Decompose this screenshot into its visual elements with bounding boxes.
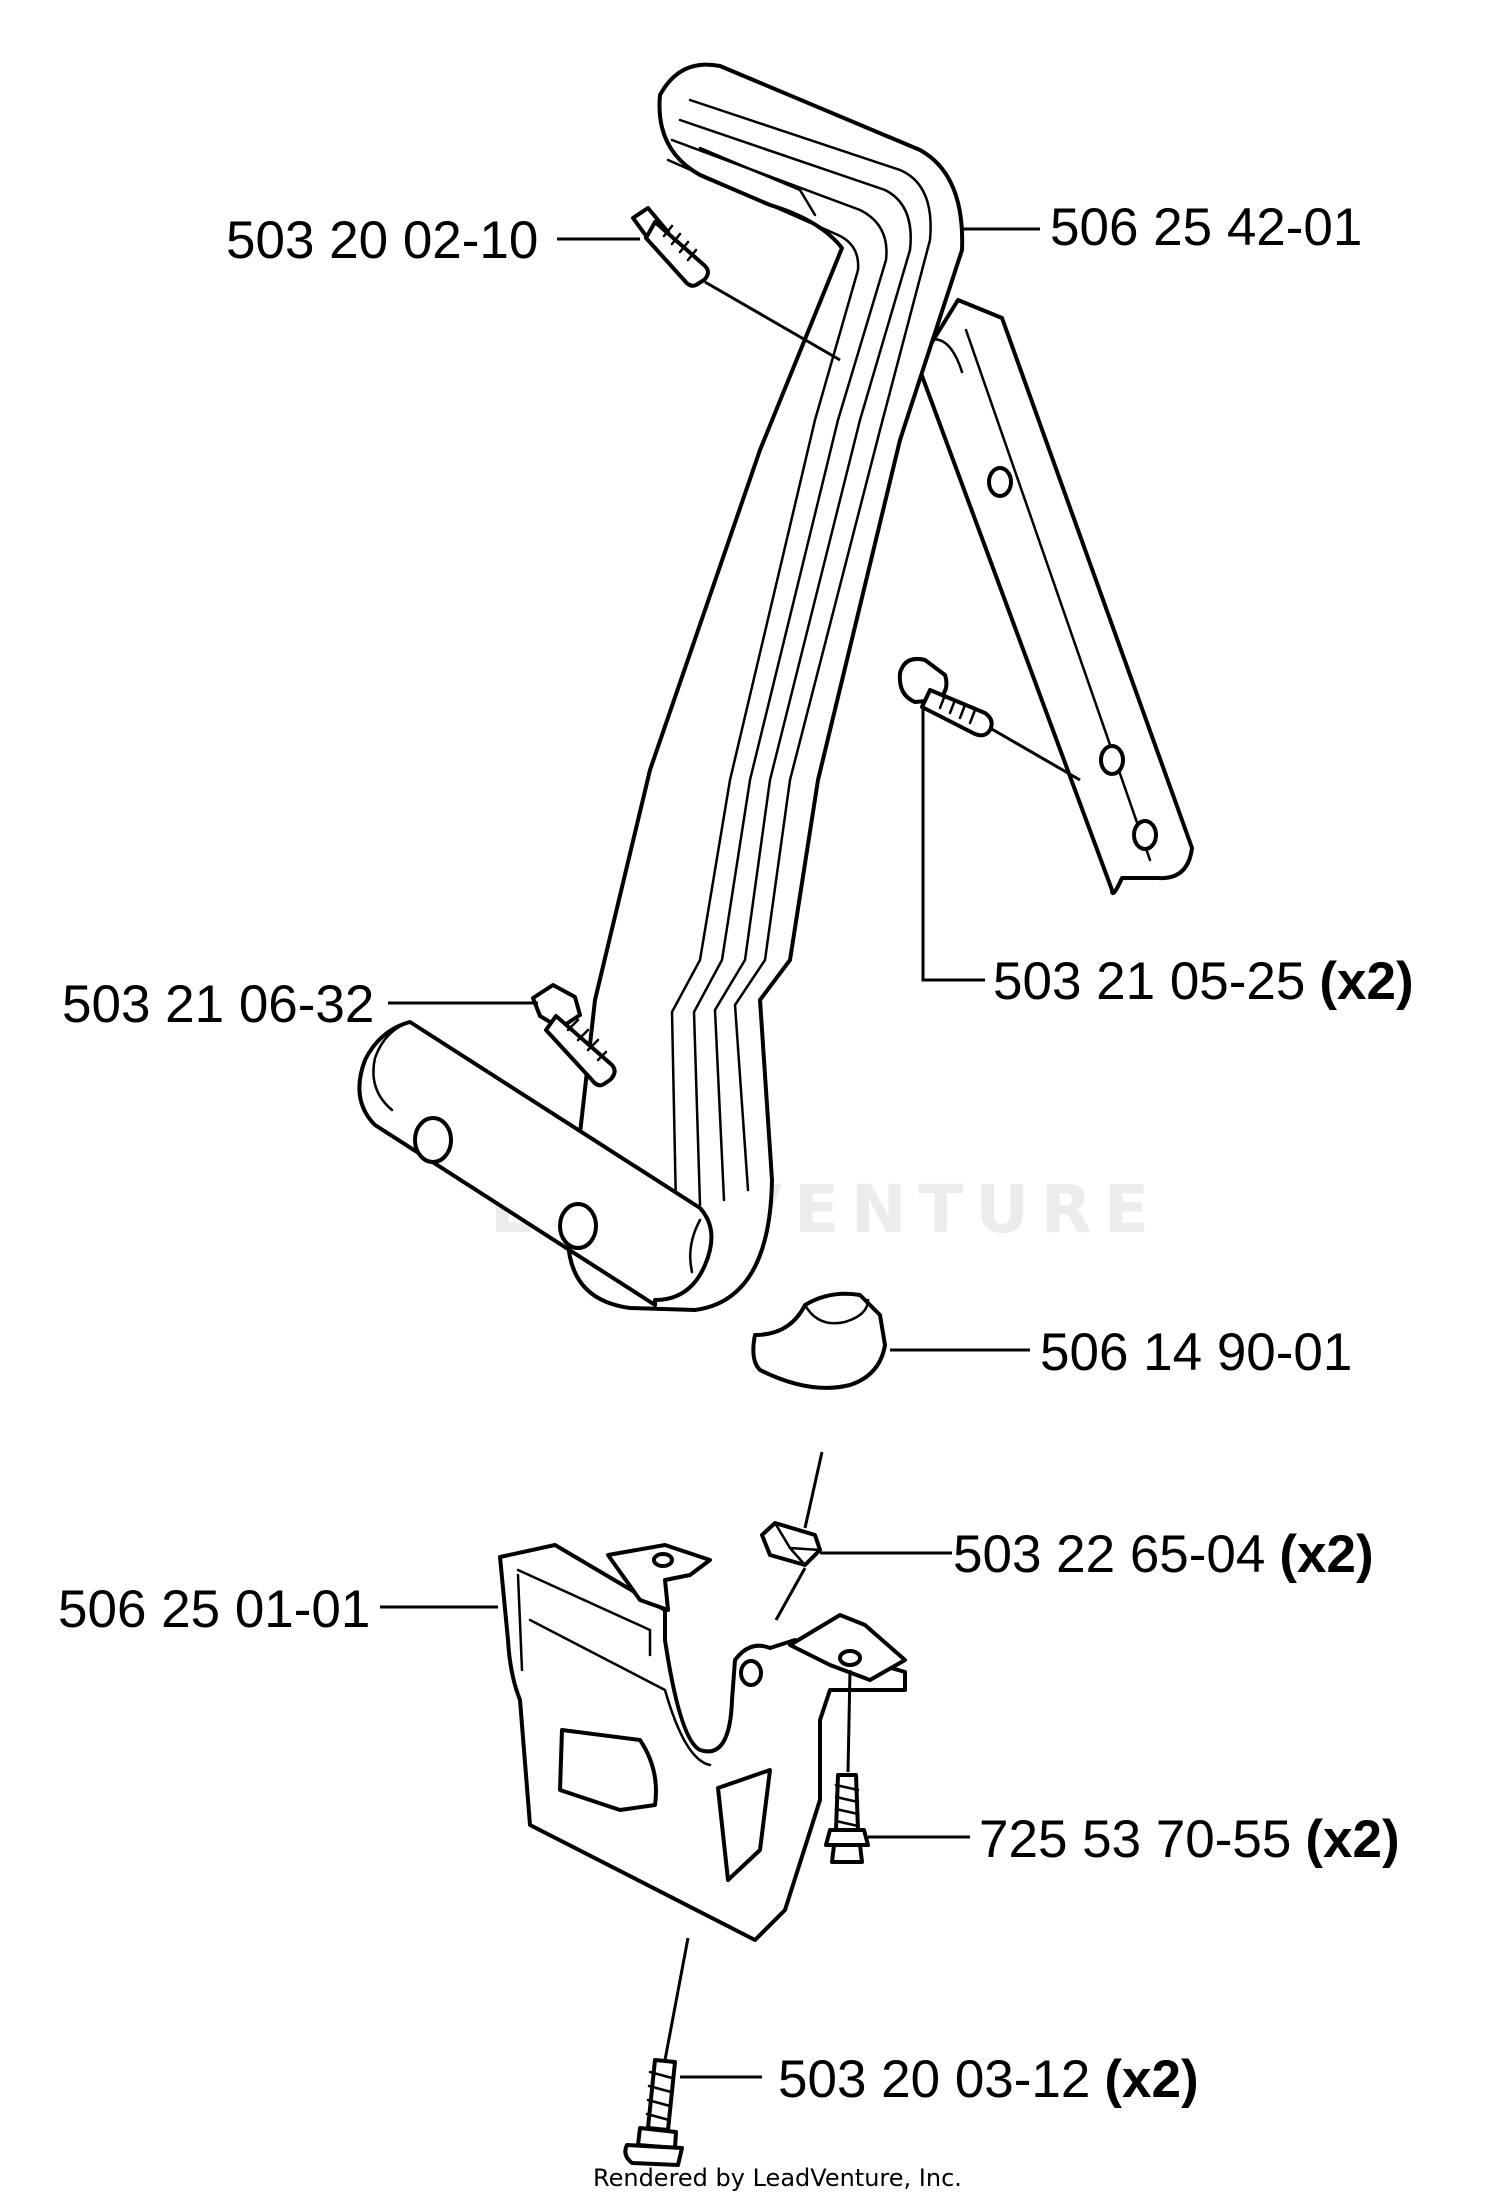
callout-503-22-65-04: 503 22 65-04(x2) xyxy=(953,1525,1374,1584)
bolt-725-53-70-55 xyxy=(824,1669,870,1864)
bracket-506-25-01-01 xyxy=(498,1543,907,2061)
leader-lines xyxy=(380,227,1040,2079)
callout-503-20-03-12: 503 20 03-12(x2) xyxy=(778,2050,1199,2109)
callout-506-25-01-01: 506 25 01-01 xyxy=(58,1580,370,1639)
front-handle-part xyxy=(357,62,1194,1312)
callout-503-20-02-10: 503 20 02-10 xyxy=(226,211,538,270)
cap-506-14-90-01 xyxy=(751,1291,887,1390)
callout-503-21-06-32: 503 21 06-32 xyxy=(62,975,374,1034)
bolt-503-20-03-12 xyxy=(623,2058,684,2167)
footer-credit: Rendered by LeadVenture, Inc. xyxy=(593,2164,962,2192)
nut-503-22-65-04 xyxy=(760,1451,824,1567)
screw-503-21-05-25 xyxy=(897,656,1081,782)
screw-503-21-06-32 xyxy=(531,983,617,1088)
callout-506-25-42-01: 506 25 42-01 xyxy=(1050,198,1362,257)
callout-725-53-70-55: 725 53 70-55(x2) xyxy=(979,1810,1400,1869)
screw-503-20-02-10 xyxy=(631,206,841,362)
callout-506-14-90-01: 506 14 90-01 xyxy=(1040,1323,1352,1382)
callout-503-21-05-25: 503 21 05-25(x2) xyxy=(993,952,1414,1011)
